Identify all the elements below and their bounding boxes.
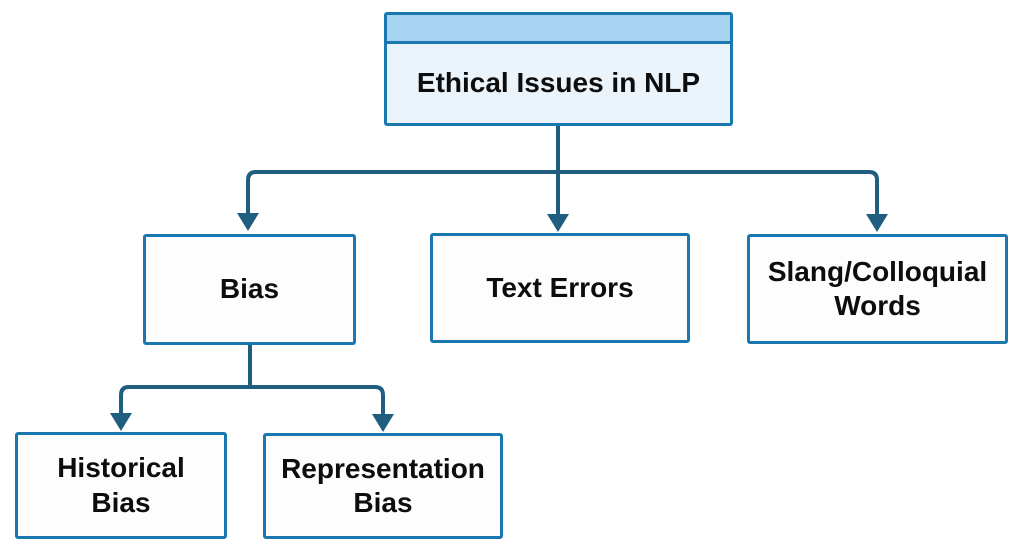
arrowhead-historical — [110, 413, 132, 431]
edge-bias-representation — [250, 385, 385, 414]
edge-bias-historical — [119, 385, 250, 413]
node-label-text-errors: Text Errors — [486, 271, 634, 303]
node-label-ethical-issues: Ethical Issues in NLP — [416, 67, 701, 99]
edge-root-slang — [558, 170, 879, 214]
node-historical-bias: Historical Bias — [15, 432, 227, 539]
node-ethical-issues-in-nlp: Ethical Issues in NLP — [384, 12, 733, 126]
node-text-errors: Text Errors — [430, 233, 690, 343]
node-label-bias: Bias — [219, 273, 280, 305]
node-label-slang: Slang/Colloquial Words — [767, 255, 988, 321]
node-bias: Bias — [143, 234, 356, 345]
arrowhead-slang — [866, 214, 888, 232]
node-representation-bias: Representation Bias — [263, 433, 503, 539]
node-slang-colloquial-words: Slang/Colloquial Words — [747, 234, 1008, 344]
node-label-historical-bias: Historical Bias — [57, 452, 185, 518]
root-title-band — [387, 15, 730, 44]
arrowhead-bias — [237, 213, 259, 231]
arrowhead-text-errors — [547, 214, 569, 232]
arrowhead-representation — [372, 414, 394, 432]
edge-root-bias — [246, 170, 558, 213]
root-body: Ethical Issues in NLP — [387, 44, 730, 123]
node-label-representation-bias: Representation Bias — [281, 452, 485, 518]
